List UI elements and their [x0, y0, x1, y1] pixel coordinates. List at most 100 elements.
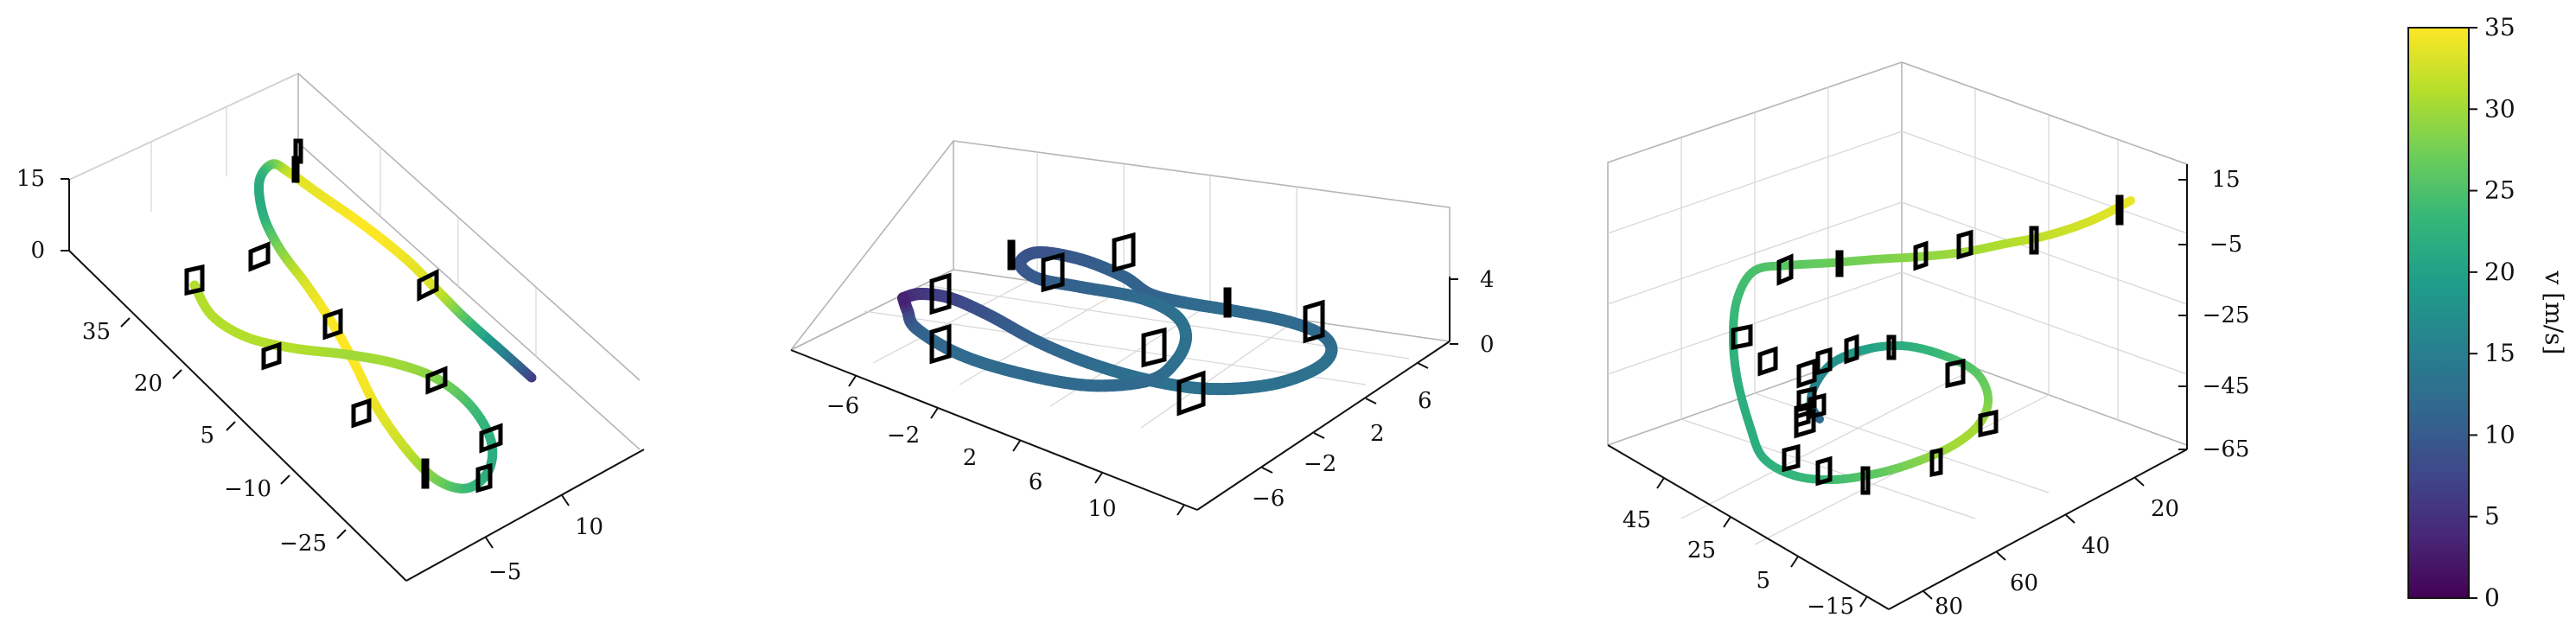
subplot-3-grid-h5 — [1901, 201, 2188, 305]
gate — [1815, 455, 1833, 487]
gate — [421, 458, 430, 489]
subplot-1-y-axis — [405, 449, 645, 582]
subplot-3-ticks — [1656, 179, 2187, 608]
subplot-1-x-tick-35 — [120, 317, 131, 328]
subplot-2-x-tick-label: 10 — [1087, 496, 1116, 522]
gate — [1860, 466, 1871, 495]
gate — [261, 341, 282, 371]
subplot-1-y-tick-m5 — [485, 537, 494, 549]
gate — [1913, 240, 1929, 271]
subplot-2-pane-left — [790, 140, 954, 351]
subplot-3-pane-edges — [1607, 61, 2188, 445]
subplot-2-y-tick-label: 2 — [1370, 421, 1385, 447]
subplot-2-trajectory — [897, 245, 1338, 396]
gate — [293, 138, 303, 164]
subplot-1-x-tick-m25 — [336, 529, 347, 539]
gate — [417, 268, 439, 302]
gate — [1782, 443, 1801, 473]
subplot-3-gates — [1731, 194, 2124, 495]
gate — [1141, 327, 1167, 368]
gate — [2115, 194, 2124, 226]
subplot-1-axes — [68, 179, 645, 582]
gate — [351, 398, 372, 429]
subplot-1-z-tick-label: 15 — [16, 166, 45, 192]
colorbar-tick-label: 20 — [2484, 258, 2515, 286]
subplot-1-tick-labels: 15 0 35 20 5 −10 −25 10 −5 — [16, 166, 603, 585]
subplot-3: 45 25 5 −15 20 40 60 80 15 −5 −25 −45 −6… — [1607, 61, 2250, 620]
gate — [1007, 239, 1016, 271]
subplot-1-x-tick-label: 35 — [82, 319, 111, 345]
subplot-3-x-tick-label: −15 — [1807, 594, 1854, 620]
subplot-2-x-tick — [1094, 472, 1103, 484]
subplot-3-y-tick — [2134, 477, 2145, 487]
gate — [1223, 287, 1232, 318]
gate — [1796, 358, 1817, 389]
subplot-2: −6 −2 2 6 10 6 2 −2 −6 4 0 — [790, 140, 1495, 522]
subplot-2-y-tick-label: 6 — [1418, 388, 1432, 414]
gate — [1757, 346, 1778, 377]
subplot-2-z-tick-label: 4 — [1480, 267, 1495, 293]
subplot-2-tick-labels: −6 −2 2 6 10 6 2 −2 −6 4 0 — [826, 267, 1495, 522]
subplot-3-tick-labels: 45 25 5 −15 20 40 60 80 15 −5 −25 −45 −6… — [1623, 167, 2250, 620]
subplot-1-x-tick-label: 5 — [200, 423, 214, 449]
subplot-2-y-tick — [1365, 398, 1377, 404]
subplot-2-y-axis — [1196, 341, 1451, 511]
subplot-3-x-tick — [1790, 556, 1799, 568]
gate — [1303, 299, 1325, 344]
subplot-1-x-tick-label: −25 — [279, 531, 327, 557]
gate — [1794, 401, 1811, 429]
subplot-1-x-axis — [68, 250, 407, 582]
subplot-2-grid-5 — [864, 310, 1367, 385]
subplot-3-grid-h3 — [1607, 271, 1903, 375]
subplot-2-y-tick-label: −2 — [1304, 451, 1336, 477]
subplot-1-x-tick-m10 — [280, 474, 290, 485]
subplot-3-x-tick — [1859, 595, 1868, 608]
subplot-3-x-tick-label: 45 — [1623, 507, 1651, 533]
subplot-3-grid-f3 — [1680, 367, 1976, 519]
subplot-3-x-tick — [1656, 477, 1665, 489]
subplot-2-x-tick-label: 6 — [1029, 469, 1043, 495]
gate — [322, 308, 343, 341]
gate — [2029, 226, 2039, 255]
gate — [479, 423, 503, 454]
subplot-2-pane-edges — [790, 140, 1451, 351]
subplot-3-y-axis — [1888, 449, 2188, 610]
subplot-2-gates — [929, 232, 1325, 417]
gate — [1835, 250, 1844, 277]
gate — [1808, 392, 1827, 420]
subplot-1-x-tick-5 — [226, 421, 236, 431]
subplot-2-x-tick — [848, 375, 857, 387]
subplot-1-y-tick-10 — [561, 494, 570, 506]
subplot-3-y-tick — [1922, 590, 1933, 600]
gate — [184, 264, 205, 296]
gate — [1886, 334, 1897, 360]
subplot-2-axes — [790, 277, 1451, 511]
subplot-3-z-tick-label: −45 — [2203, 373, 2250, 399]
subplot-1-y-tick-label: 10 — [575, 514, 603, 540]
gate — [1929, 447, 1943, 478]
subplot-1: 15 0 35 20 5 −10 −25 10 −5 — [16, 73, 645, 585]
gate — [425, 366, 448, 395]
gate — [929, 323, 952, 365]
subplot-3-grid-h6 — [1901, 271, 2188, 375]
subplot-3-grid-h1 — [1607, 131, 1903, 234]
subplot-3-x-axis — [1607, 444, 1890, 610]
gate — [1112, 232, 1136, 273]
subplot-3-y-tick-label: 80 — [1935, 594, 1963, 620]
gate — [1796, 385, 1817, 413]
subplot-3-z-tick-label: 15 — [2211, 167, 2240, 193]
subplot-1-y-tick-label: −5 — [488, 559, 521, 585]
subplot-3-y-tick-label: 60 — [2010, 570, 2038, 596]
subplot-2-x-tick-label: −2 — [887, 423, 920, 449]
subplot-1-z-tick-label: 0 — [30, 238, 45, 264]
subplot-2-z-tick-label: 0 — [1480, 332, 1495, 358]
subplot-1-x-tick-20 — [172, 369, 182, 379]
colorbar-gradient — [2407, 27, 2470, 599]
subplot-1-ticks — [61, 178, 570, 549]
subplot-3-x-tick — [1723, 516, 1731, 528]
subplot-1-x-tick-label: −10 — [224, 476, 271, 502]
gate — [1945, 358, 1966, 389]
